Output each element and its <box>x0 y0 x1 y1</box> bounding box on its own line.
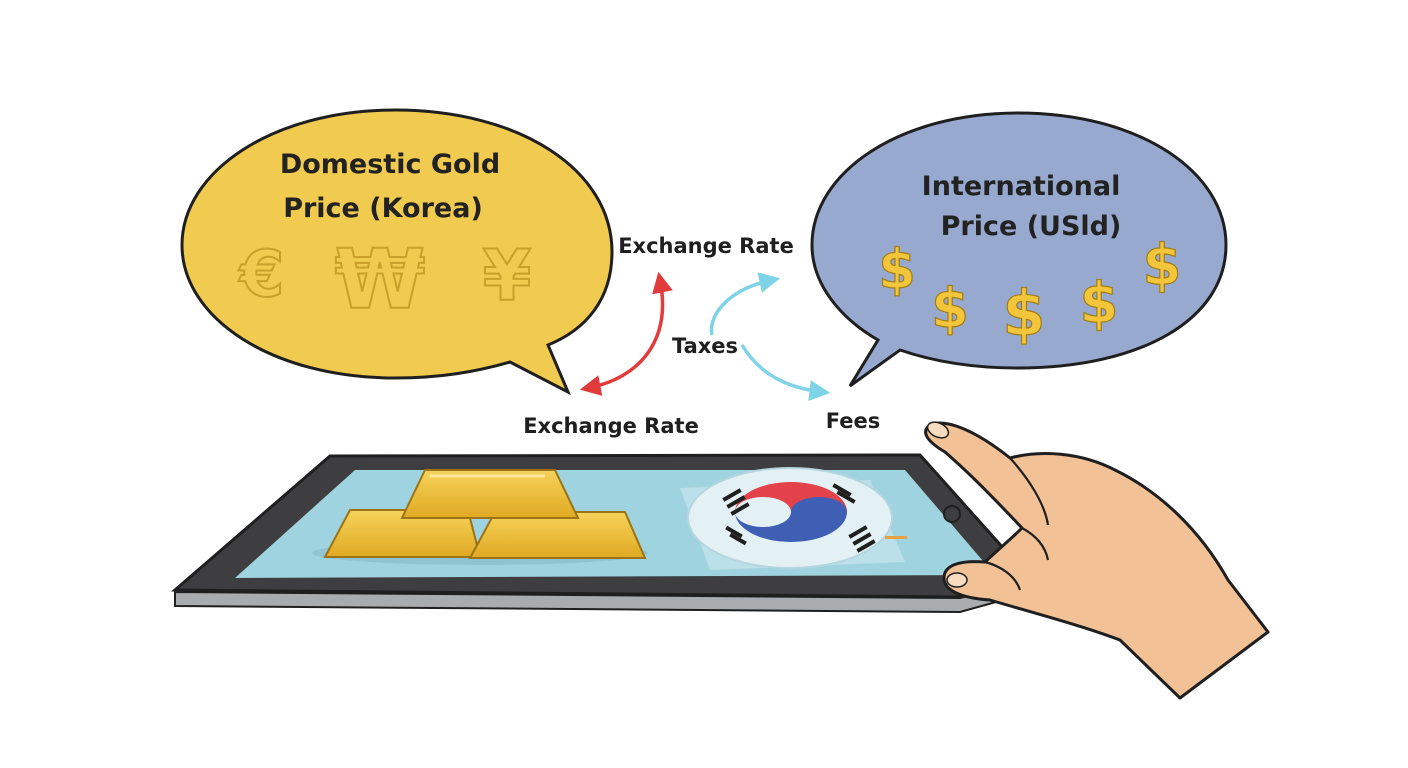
left-bubble-title-line2: Price (Korea) <box>283 193 483 224</box>
label-exchange-rate-bottom: Exchange Rate <box>523 414 699 438</box>
gold-bars-icon <box>312 469 648 565</box>
home-button <box>943 505 961 523</box>
label-exchange-rate-top: Exchange Rate <box>618 234 794 258</box>
dollar-icon-2: $ <box>931 277 969 340</box>
right-speech-bubble: International Price (USld) $ $ $ $ $ <box>810 111 1228 388</box>
dollar-icon-5: $ <box>1143 233 1182 298</box>
dollar-icon-1: $ <box>878 238 916 301</box>
korean-flag-icon <box>680 467 907 570</box>
label-taxes: Taxes <box>672 334 738 358</box>
blue-arrow-down <box>740 344 831 401</box>
left-speech-bubble: Domestic Gold Price (Korea) € ₩ ¥ <box>180 108 614 396</box>
dollar-icon-4: $ <box>1080 271 1119 336</box>
hand-pointer-icon <box>924 421 1270 700</box>
won-icon: ₩ <box>335 233 425 328</box>
right-bubble-title-line2: Price (USld) <box>941 211 1122 242</box>
euro-icon: € <box>238 238 285 312</box>
label-fees: Fees <box>826 409 880 433</box>
left-bubble-title-line1: Domestic Gold <box>280 149 500 180</box>
red-double-arrow <box>579 271 673 396</box>
dollar-icon-3: $ <box>1002 277 1045 350</box>
right-bubble-title-line1: International <box>922 171 1121 202</box>
blue-arrow-up <box>709 272 781 336</box>
yen-icon: ¥ <box>483 235 532 317</box>
